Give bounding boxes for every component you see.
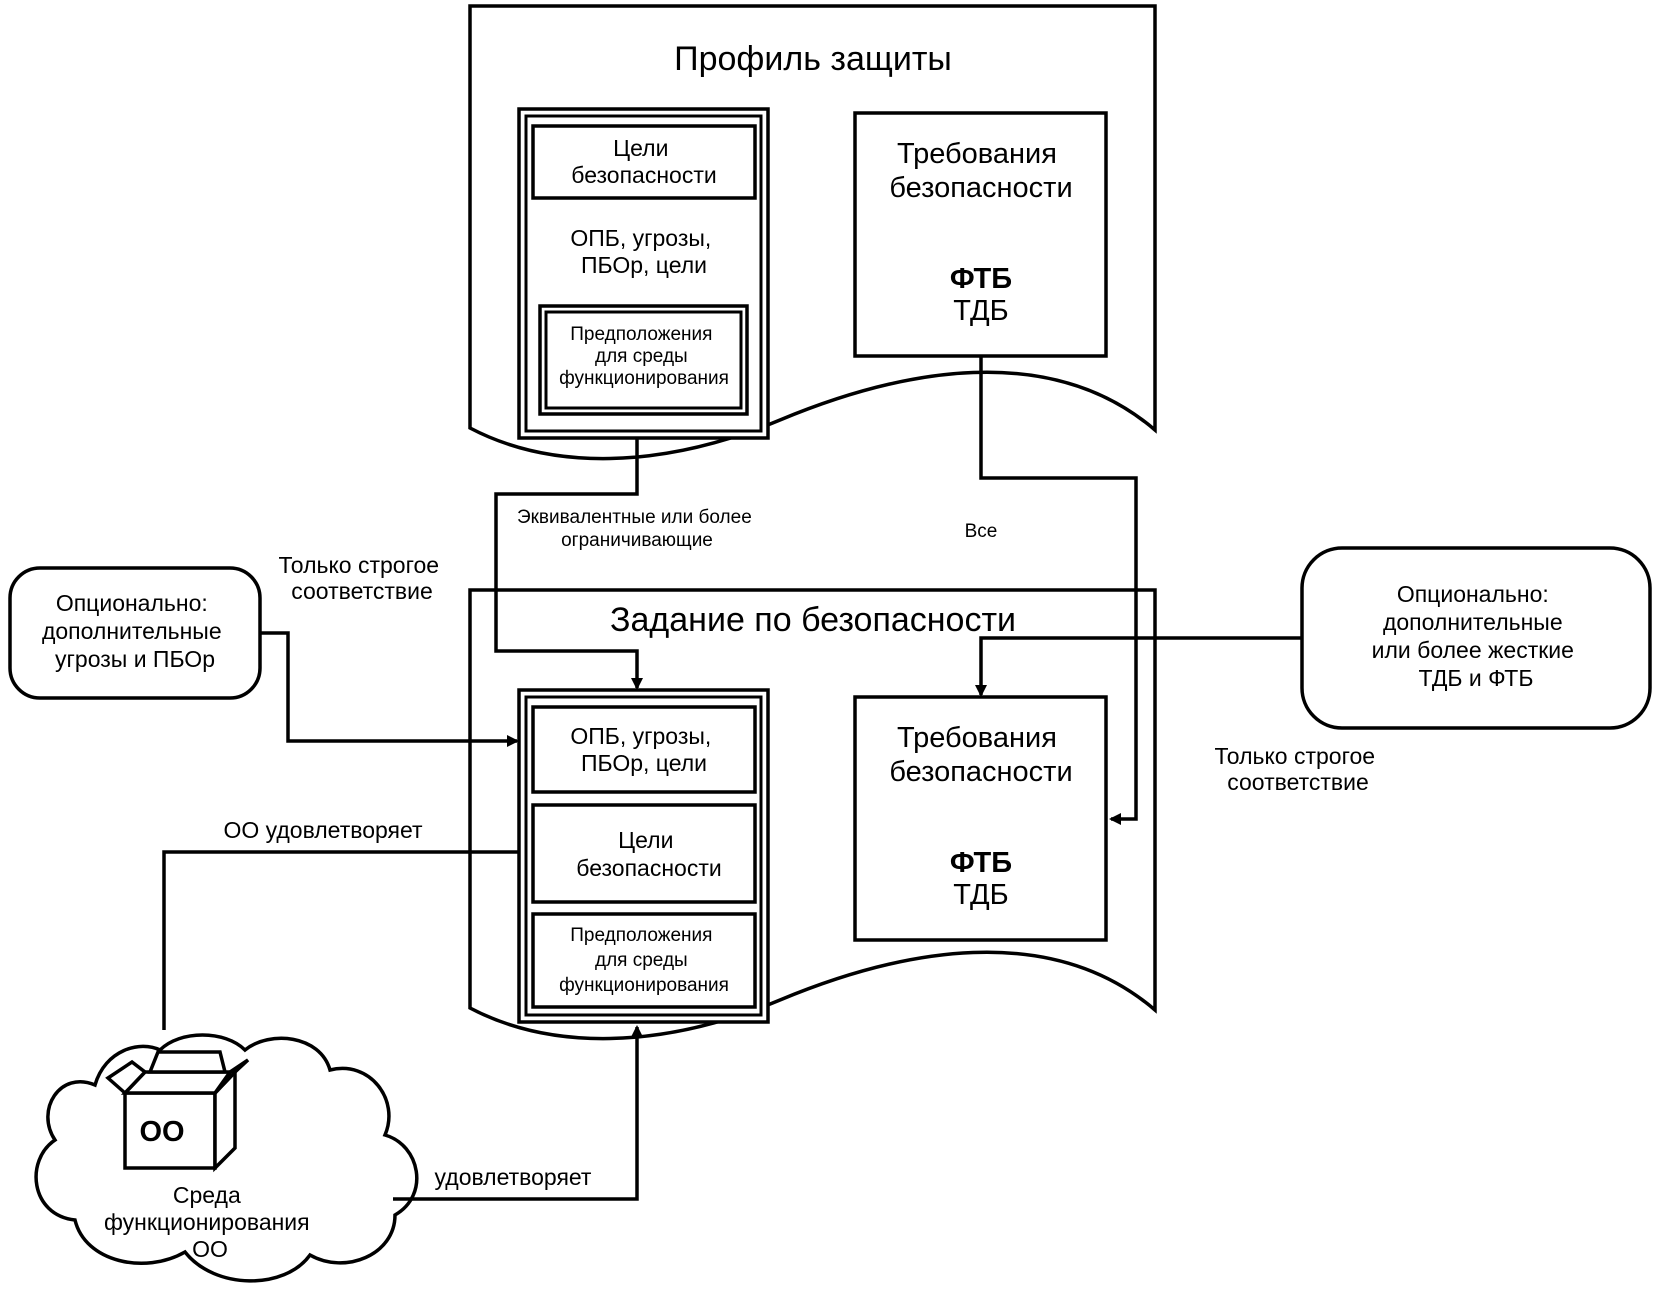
st-threats-box [531, 705, 757, 794]
st-assumptions-box [531, 912, 757, 1009]
toe-environment-text: Среда функционирования ОО [104, 1182, 316, 1262]
connector-all [979, 356, 1138, 825]
st-title: Задание по безопасности [610, 601, 1016, 639]
st-requirements-text: Требования безопасности [889, 722, 1072, 788]
st-assumptions-text: Предположения для среды функционирования [559, 925, 729, 996]
pp-ftb: ФТБ [950, 263, 1012, 295]
pp-title: Профиль защиты [674, 40, 952, 78]
label-strict-left: Только строгое соответствие [279, 552, 446, 604]
st-ftb: ФТБ [950, 847, 1012, 879]
pp-tdb: ТДБ [953, 295, 1008, 327]
pp-goals-box [531, 124, 757, 200]
pp-threats-text: ОПБ, угрозы, ПБОр, цели [570, 225, 717, 278]
connector-optional-left [260, 631, 519, 747]
optional-left-text: Опционально: дополнительные угрозы и ПБО… [42, 590, 228, 672]
optional-right-text: Опционально: дополнительные или более же… [1372, 581, 1581, 691]
pp-assumptions-box [538, 304, 749, 416]
st-goals-text: Цели безопасности [576, 827, 721, 881]
toe-box-icon [105, 1050, 250, 1173]
st-goals-box [531, 803, 757, 904]
pp-goals-text: Цели безопасности [571, 135, 716, 188]
label-toe-satisfies: ОО удовлетворяет [223, 817, 423, 843]
st-threats-text: ОПБ, угрозы, ПБОр, цели [570, 723, 717, 776]
label-strict-right: Только строгое соответствие [1215, 743, 1382, 795]
connector-equivalent [494, 438, 643, 690]
st-tdb: ТДБ [953, 879, 1008, 911]
label-equivalent: Эквивалентные или более ограничивающие [517, 507, 757, 551]
connector-satisfies [393, 1025, 643, 1201]
pp-requirements-text: Требования безопасности [889, 138, 1072, 204]
connector-optional-right [975, 636, 1302, 697]
pp-assumptions-text: Предположения для среды функционирования [559, 324, 729, 389]
connector-toe-satisfies [162, 850, 519, 1030]
st-requirements-box [853, 695, 1108, 942]
label-all: Все [965, 521, 998, 542]
label-satisfies: удовлетворяет [435, 1164, 592, 1190]
toe-box-label: ОО [139, 1116, 184, 1148]
pp-requirements-box [853, 111, 1108, 358]
